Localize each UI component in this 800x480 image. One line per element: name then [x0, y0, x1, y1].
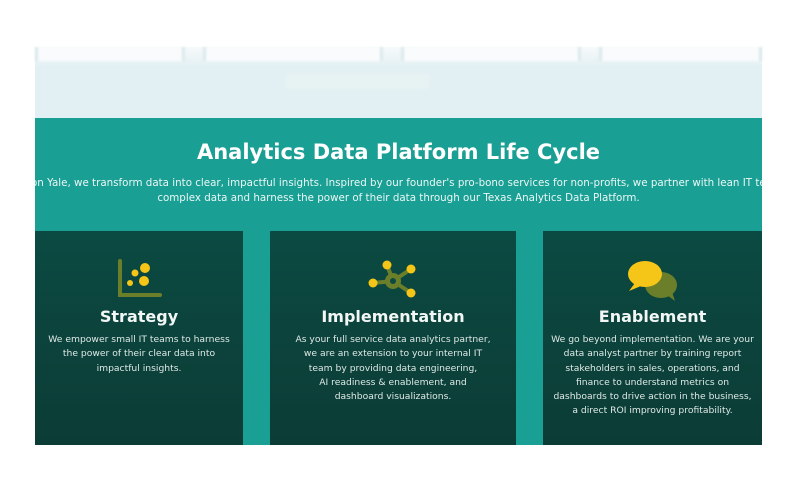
intro-line-2: complex data and harness the power of th… [157, 192, 640, 204]
chart-dots-icon [116, 259, 162, 303]
ghost-tab [599, 47, 762, 61]
card-enablement: Enablement We go beyond implementation. … [543, 231, 762, 445]
card-title: Strategy [99, 307, 179, 326]
card-description: We go beyond implementation. We are your… [551, 334, 754, 417]
card-description: As your full service data analytics part… [295, 334, 491, 403]
ghost-tab [203, 47, 383, 61]
chat-bubbles-icon [625, 259, 681, 307]
ghost-tab [35, 47, 185, 61]
card-title: Implementation [321, 307, 465, 326]
ghost-button [285, 74, 430, 89]
intro-line-1: on Yale, we transform data into clear, i… [35, 177, 762, 189]
blurred-header-area [35, 47, 762, 118]
life-cycle-section: Analytics Data Platform Life Cycle on Ya… [35, 118, 762, 445]
card-strategy: Strategy We empower small IT teams to ha… [35, 231, 243, 445]
intro-text-line: complex data and harness the power of th… [35, 192, 762, 204]
ghost-tab [401, 47, 581, 61]
section-title: Analytics Data Platform Life Cycle [196, 140, 601, 164]
intro-text-line: on Yale, we transform data into clear, i… [35, 177, 762, 189]
card-implementation: Implementation As your full service data… [270, 231, 516, 445]
network-hub-icon [365, 259, 421, 305]
card-title: Enablement [598, 307, 707, 326]
